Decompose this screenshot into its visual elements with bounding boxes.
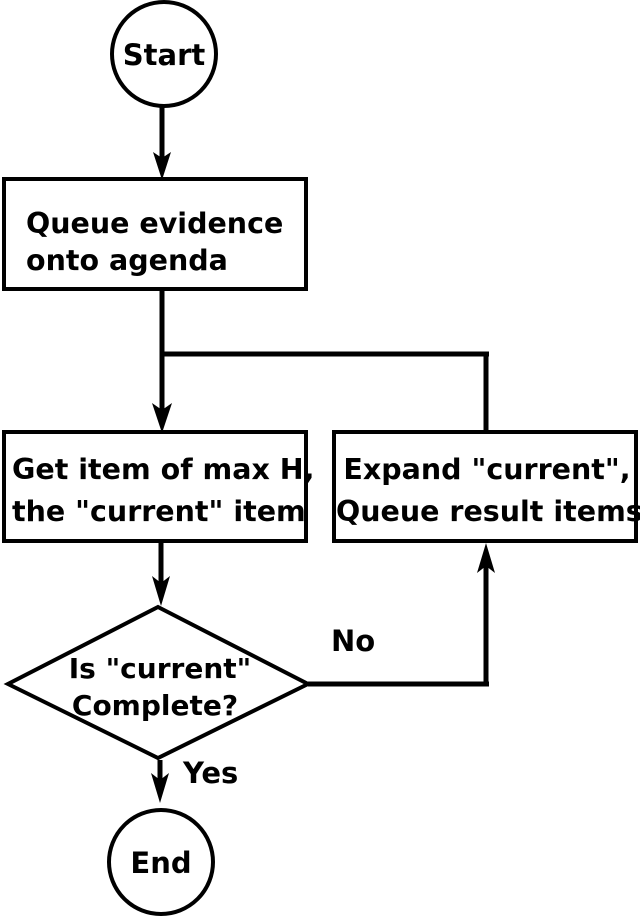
connector-start-to-queue — [153, 104, 171, 180]
node-expand-current-line2: Queue result items — [336, 495, 640, 528]
node-start[interactable]: Start — [110, 0, 218, 108]
connector-queue-to-getitem — [152, 291, 172, 433]
connector-no-to-expand — [308, 543, 495, 687]
edge-label-yes: Yes — [182, 756, 238, 790]
node-queue-evidence-line2: onto agenda — [26, 244, 228, 277]
node-expand-current[interactable]: Expand "current", Queue result items — [332, 430, 640, 543]
node-get-item-line2: the "current" item — [12, 495, 306, 528]
node-end[interactable]: End — [107, 808, 215, 916]
node-is-complete-line1: Is "current" — [69, 652, 251, 685]
node-get-item-line1: Get item of max H, — [12, 453, 314, 486]
node-queue-evidence[interactable]: Queue evidence onto agenda — [2, 177, 308, 291]
edge-label-no: No — [331, 624, 375, 658]
node-is-complete-line2: Complete? — [72, 689, 238, 722]
connector-junction-to-expand — [160, 351, 489, 430]
node-is-complete[interactable]: Is "current" Complete? — [3, 604, 313, 761]
connector-yes-to-end — [151, 760, 169, 803]
node-expand-current-line1: Expand "current", — [343, 453, 630, 486]
node-queue-evidence-line1: Queue evidence — [26, 207, 283, 240]
connector-getitem-to-decision — [152, 543, 170, 606]
node-start-label: Start — [123, 38, 206, 72]
node-end-label: End — [130, 846, 191, 880]
node-get-item[interactable]: Get item of max H, the "current" item — [2, 430, 314, 543]
